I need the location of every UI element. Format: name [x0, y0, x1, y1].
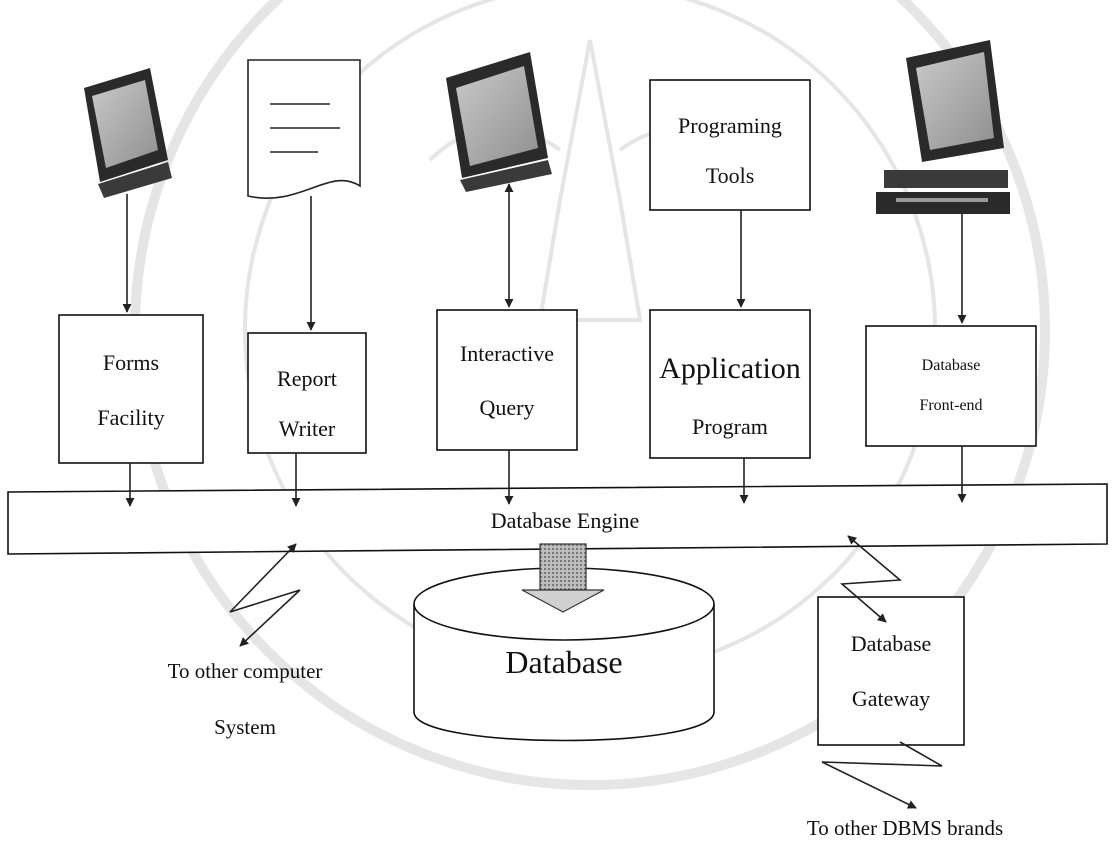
forms-facility-box: [58, 314, 204, 464]
gateway-label-2: Gateway: [851, 686, 931, 711]
application-label-2: Program: [692, 414, 768, 439]
monitor-icon: [446, 52, 552, 192]
frontend-label-2: Front-end: [919, 397, 983, 414]
interactive-query-box: [436, 309, 578, 451]
database-frontend-box: [865, 325, 1037, 447]
document-icon: [247, 59, 361, 199]
engine-to-database-arrow: [521, 543, 605, 613]
report-writer-box: [247, 332, 367, 454]
application-program-box: [649, 309, 811, 459]
programing-tools-box: [649, 79, 811, 211]
gateway-label-1: Database: [850, 631, 932, 656]
forms-label-2: Facility: [97, 405, 165, 430]
application-label-1: Application: [659, 352, 801, 385]
report-label-2: Writer: [278, 416, 336, 441]
other-computer-label-1: To other computer: [167, 659, 323, 683]
database-gateway-box: [817, 596, 965, 746]
database-engine-bar: [7, 483, 1108, 555]
programing-tools-label-2: Tools: [705, 163, 755, 188]
database-engine-label: Database Engine: [490, 508, 640, 533]
database-label: Database: [505, 644, 623, 680]
other-dbms-label: To other DBMS brands: [806, 816, 1004, 840]
forms-label-1: Forms: [102, 350, 160, 375]
link-other-dbms: [821, 741, 943, 809]
desktop-computer-icon: [876, 40, 1010, 214]
monitor-icon: [84, 68, 172, 198]
link-other-computer: [229, 543, 301, 647]
other-computer-label-2: System: [214, 715, 276, 739]
report-label-1: Report: [277, 366, 337, 391]
query-label-2: Query: [479, 395, 535, 420]
frontend-label-1: Database: [921, 357, 981, 374]
programing-tools-label-1: Programing: [678, 113, 782, 138]
query-label-1: Interactive: [459, 341, 555, 366]
link-engine-gateway: [840, 535, 903, 623]
